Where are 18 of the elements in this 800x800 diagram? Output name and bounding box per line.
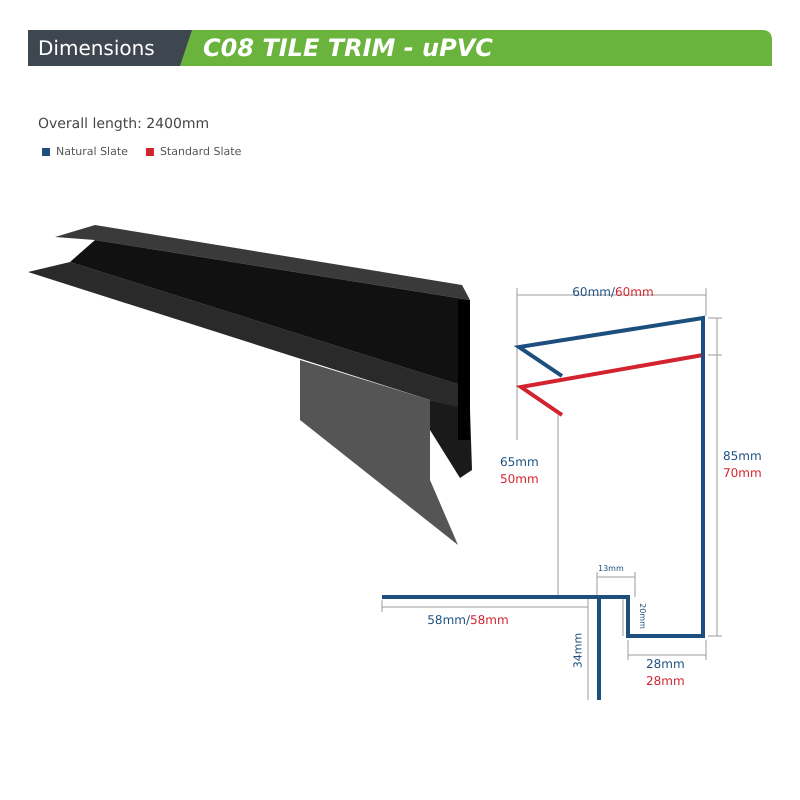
dimension-value: 50mm xyxy=(500,473,539,485)
legend-label: Natural Slate xyxy=(56,146,128,157)
legend-label: Standard Slate xyxy=(160,146,242,157)
dimension-value: 58mm/ xyxy=(427,614,470,626)
dimension-value: 20mm xyxy=(638,603,646,629)
dimension-value: 28mm xyxy=(646,675,685,687)
title: C08 TILE TRIM - uPVC xyxy=(203,36,493,60)
dimension-value: 60mm/ xyxy=(572,286,615,298)
dimension-value: 65mm xyxy=(500,456,539,468)
dimension-value: 70mm xyxy=(723,467,762,479)
dimension-value: 60mm xyxy=(615,286,654,298)
dimension-value: 85mm xyxy=(723,450,762,462)
dimension-value: 58mm xyxy=(470,614,509,626)
dimension-value: 13mm xyxy=(598,565,624,573)
dimension-value: 34mm xyxy=(572,632,584,668)
overall-length-note: Overall length: 2400mm xyxy=(38,117,210,131)
section-heading: Dimensions xyxy=(38,38,155,58)
dimension-value: 28mm xyxy=(646,658,685,670)
